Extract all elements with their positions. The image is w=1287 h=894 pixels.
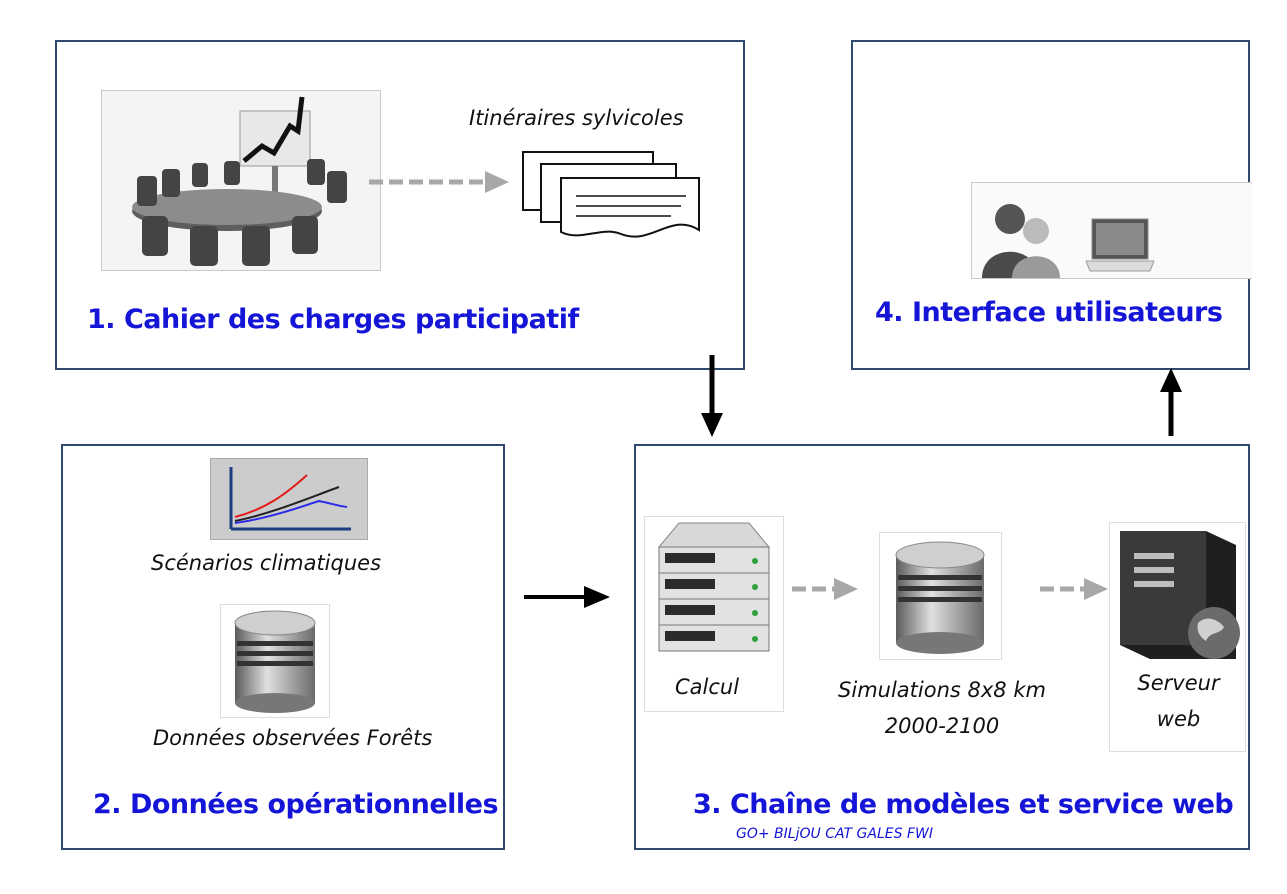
climate-caption: Scénarios climatiques	[151, 551, 382, 575]
database-image	[220, 604, 330, 718]
server-caption-2: web	[1156, 707, 1201, 731]
panel-2-title: 2. Données opérationnelles	[93, 789, 499, 820]
panel-cahier-des-charges: Itinéraires sylvicoles 1. Cahier des cha…	[55, 40, 745, 370]
doc-caption: Itinéraires sylvicoles	[469, 106, 684, 130]
server-caption-1: Serveur	[1137, 671, 1220, 695]
panel-interface-utilisateurs: 4. Interface utilisateurs	[851, 40, 1252, 370]
meeting-room-image	[101, 90, 381, 271]
meeting-room-icon	[132, 96, 347, 266]
server-rack-image: Calcul	[644, 516, 784, 712]
sim-caption-2: 2000-2100	[884, 714, 1000, 738]
panel-3-title: 3. Chaîne de modèles et service web	[693, 789, 1234, 820]
arrow-p3-to-p4	[1160, 368, 1182, 436]
panel-4-title: 4. Interface utilisateurs	[875, 297, 1223, 328]
server-rack-icon	[657, 522, 771, 652]
laptop-icon	[1085, 218, 1155, 272]
users-image	[971, 182, 1252, 279]
arrow-p2-to-p3	[524, 586, 610, 608]
web-server-icon	[1120, 531, 1240, 659]
sim-caption-1: Simulations 8x8 km	[838, 678, 1046, 702]
line-chart-icon	[229, 467, 351, 531]
database-icon	[895, 541, 985, 654]
documents-icon	[522, 151, 700, 238]
dashed-arrow-calc-to-sim	[792, 578, 858, 600]
panel-donnees-operationnelles: Scénarios climatiques Données observées …	[61, 444, 505, 850]
dashed-arrow-sim-to-server	[1040, 578, 1108, 600]
simulation-db-image	[879, 532, 1002, 660]
climate-chart-image	[210, 458, 368, 540]
calc-caption: Calcul	[675, 675, 740, 699]
users-icon	[982, 204, 1060, 278]
panel-chaine-de-modeles: Calcul Simulations 8x8 km 2000-2100	[634, 444, 1250, 850]
arrow-p1-to-p3	[701, 355, 723, 437]
dashed-arrow-meeting-to-docs	[369, 171, 509, 193]
models-list: GO+ BILjOU CAT GALES FWI	[736, 826, 933, 842]
panel-1-title: 1. Cahier des charges participatif	[87, 304, 579, 335]
data-caption: Données observées Forêts	[153, 726, 433, 750]
web-server-image: Serveur web	[1109, 522, 1246, 752]
database-icon	[234, 610, 316, 713]
